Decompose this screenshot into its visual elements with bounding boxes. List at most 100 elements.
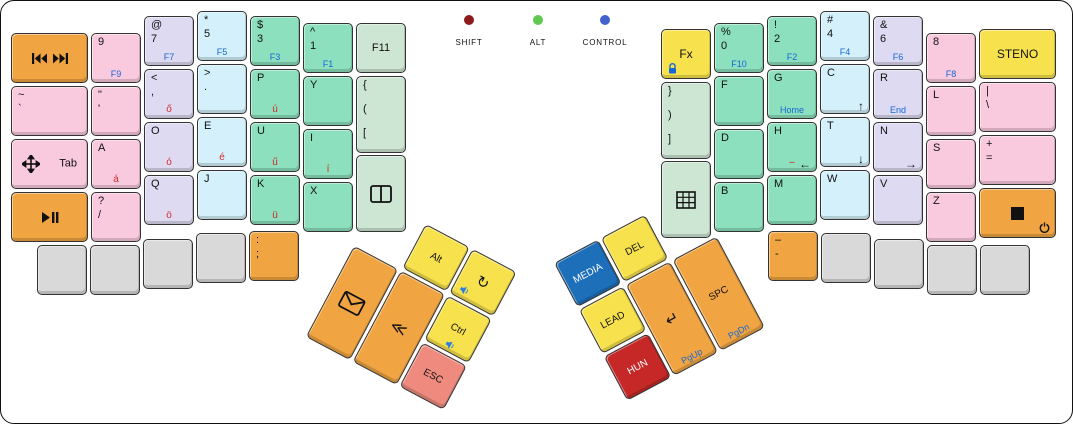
key-label-mid: 6 bbox=[880, 33, 887, 45]
key-label-top: Q bbox=[151, 178, 160, 190]
key-redo[interactable]: ↻ bbox=[449, 248, 517, 317]
key-window-split[interactable] bbox=[356, 155, 406, 232]
key-z[interactable]: Z bbox=[926, 192, 976, 242]
key-s[interactable]: S bbox=[926, 139, 976, 189]
key-n[interactable]: N→ bbox=[873, 122, 923, 172]
key-media-prev-next[interactable] bbox=[11, 33, 88, 83]
lock-icon bbox=[668, 63, 677, 74]
key-y[interactable]: Y bbox=[303, 76, 353, 126]
alt-indicator-dot bbox=[533, 15, 543, 25]
key-label-center: F11 bbox=[371, 42, 391, 54]
key-label-top: * bbox=[204, 14, 209, 26]
key-label-layer: F4 bbox=[839, 47, 851, 57]
key-blank-left-1[interactable] bbox=[37, 245, 87, 295]
key-period[interactable]: >. bbox=[197, 64, 247, 114]
key-label-accent: – bbox=[789, 157, 795, 168]
key-label-top: } bbox=[668, 85, 672, 97]
key-steno[interactable]: STENO bbox=[979, 29, 1056, 79]
key-l[interactable]: L bbox=[926, 86, 976, 136]
key-numpad-grid[interactable] bbox=[661, 161, 711, 238]
key-f[interactable]: F bbox=[714, 76, 764, 126]
key-label-mid: 3 bbox=[257, 33, 264, 45]
key-label-top: % bbox=[721, 26, 731, 38]
key-m[interactable]: M bbox=[767, 175, 817, 225]
key-label-mid: 0 bbox=[721, 40, 728, 52]
key-label-accent: ő bbox=[166, 104, 172, 115]
key-mail[interactable] bbox=[305, 245, 399, 361]
key-label-accent: ű bbox=[272, 157, 278, 168]
key-label-accent: ó bbox=[166, 157, 172, 168]
key-t[interactable]: T↓ bbox=[820, 117, 870, 167]
key-label-top: ~ bbox=[18, 89, 25, 101]
key-dash[interactable]: –- bbox=[768, 231, 818, 281]
key-blank-left-3[interactable] bbox=[143, 239, 193, 289]
key-question-slash[interactable]: ?/ bbox=[91, 192, 141, 242]
key-label-mid: 4 bbox=[827, 28, 834, 40]
key-pipe-backslash[interactable]: |\ bbox=[979, 82, 1056, 132]
key-quote-apostrophe[interactable]: "' bbox=[91, 86, 141, 136]
key-j[interactable]: J bbox=[197, 170, 247, 220]
key-label-layer: F7 bbox=[163, 52, 175, 62]
key-play-pause[interactable] bbox=[11, 192, 88, 242]
key-label-top: U bbox=[257, 125, 265, 137]
key-b[interactable]: B bbox=[714, 182, 764, 232]
key-blank-right-2[interactable] bbox=[874, 239, 924, 289]
indicator-shift: SHIFT bbox=[434, 15, 504, 47]
key-blank-left-2[interactable] bbox=[90, 245, 140, 295]
key-comma[interactable]: <,ő bbox=[144, 69, 194, 119]
key-label-layer: F1 bbox=[322, 59, 334, 69]
key-plus-equals[interactable]: += bbox=[979, 135, 1056, 185]
key-colon-semicolon[interactable]: :; bbox=[249, 231, 299, 281]
key-label-layer: Home bbox=[779, 105, 804, 115]
key-label-top: " bbox=[98, 89, 102, 101]
key-v[interactable]: V bbox=[873, 175, 923, 225]
key-close-brackets[interactable]: })] bbox=[661, 82, 711, 159]
key-tab[interactable]: Tab bbox=[11, 139, 88, 189]
key-label-mid: 2 bbox=[774, 33, 781, 45]
key-ctrl[interactable]: Ctrl bbox=[424, 295, 492, 364]
key-w[interactable]: W bbox=[820, 170, 870, 220]
key-d[interactable]: D bbox=[714, 129, 764, 179]
window-split-icon bbox=[370, 184, 392, 203]
key-tilde-backtick[interactable]: ~` bbox=[11, 86, 88, 136]
key-blank-right-3[interactable] bbox=[927, 245, 977, 295]
key-label-accent: ö bbox=[166, 210, 172, 221]
mail-icon bbox=[337, 289, 367, 316]
key-blank-right-1[interactable] bbox=[821, 233, 871, 283]
control-indicator-label: CONTROL bbox=[582, 38, 628, 47]
key-label-top: F bbox=[721, 79, 728, 91]
key-label-arrow: ↓ bbox=[858, 152, 864, 166]
key-label-arrow: ← bbox=[799, 157, 811, 171]
key-blank-left-4[interactable] bbox=[196, 233, 246, 283]
key-open-brackets[interactable]: {([ bbox=[356, 76, 406, 153]
key-x[interactable]: X bbox=[303, 182, 353, 232]
key-c[interactable]: C↑ bbox=[820, 64, 870, 114]
key-h[interactable]: H–← bbox=[767, 122, 817, 172]
key-label-mid: ' bbox=[98, 103, 101, 115]
key-blank-right-4[interactable] bbox=[980, 245, 1030, 295]
key-f11[interactable]: F11 bbox=[356, 23, 406, 73]
key-stop-power[interactable] bbox=[979, 188, 1056, 238]
key-label-layer: F8 bbox=[945, 69, 957, 79]
key-fx[interactable]: Fx bbox=[661, 29, 711, 79]
